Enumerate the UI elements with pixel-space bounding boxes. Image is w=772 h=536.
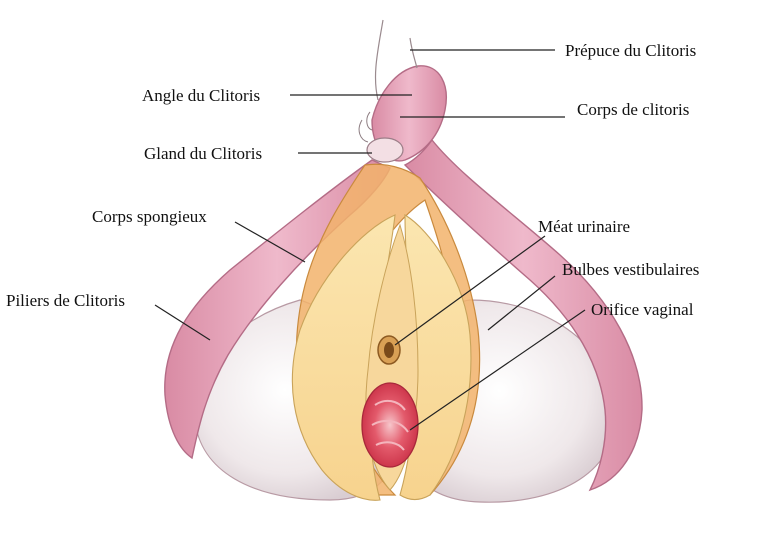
label-piliers: Piliers de Clitoris [6, 291, 125, 310]
leader-lines [154, 49, 586, 431]
skin-line [374, 19, 418, 101]
vaginal-orifice [361, 382, 419, 468]
leader-corps-spongieux [234, 221, 306, 263]
label-angle: Angle du Clitoris [142, 86, 260, 105]
glans [366, 137, 404, 163]
label-corps-clitoris: Corps de clitoris [577, 100, 689, 119]
leader-meat [394, 235, 546, 346]
vaginal-folds [371, 399, 409, 451]
label-bulbes: Bulbes vestibulaires [562, 260, 699, 279]
prepuce-fold [358, 111, 373, 143]
leader-piliers [154, 304, 211, 341]
leader-bulbes [487, 275, 556, 331]
right-crus [403, 138, 643, 492]
label-corps-spongieux: Corps spongieux [92, 207, 207, 226]
label-prepuce: Prépuce du Clitoris [565, 41, 696, 60]
leader-orifice [409, 309, 586, 431]
label-meat: Méat urinaire [538, 217, 630, 236]
label-orifice: Orifice vaginal [591, 300, 694, 319]
label-gland: Gland du Clitoris [144, 144, 262, 163]
urethral-opening [384, 342, 394, 358]
